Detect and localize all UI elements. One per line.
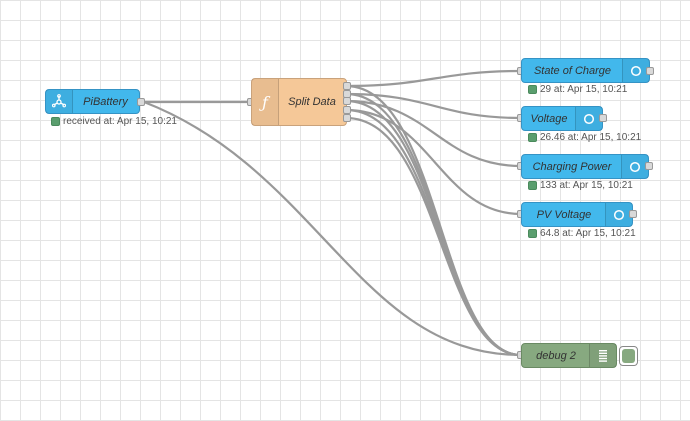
pibattery-status: received at: Apr 15, 10:21 xyxy=(51,116,177,127)
debug-toggle-button[interactable] xyxy=(619,346,638,366)
charging-power-label: Charging Power xyxy=(532,160,612,173)
charging-status: 133 at: Apr 15, 10:21 xyxy=(528,180,633,191)
pv-status: 64.8 at: Apr 15, 10:21 xyxy=(528,228,636,239)
voltage-status: 26.46 at: Apr 15, 10:21 xyxy=(528,132,641,143)
pibattery-output-port[interactable] xyxy=(137,98,145,106)
charging-status-text: 133 at: Apr 15, 10:21 xyxy=(540,180,633,191)
pibattery-status-text: received at: Apr 15, 10:21 xyxy=(63,116,177,127)
wire-split-debug-3[interactable] xyxy=(345,99,522,357)
status-dot-icon xyxy=(528,181,537,190)
status-dot-icon xyxy=(51,117,60,126)
circle-icon xyxy=(622,59,649,82)
voltage-node[interactable]: Voltage xyxy=(521,106,603,131)
charging-power-node[interactable]: Charging Power xyxy=(521,154,649,179)
status-dot-icon xyxy=(528,229,537,238)
debug-node[interactable]: debug 2 xyxy=(521,343,617,368)
status-dot-icon xyxy=(528,85,537,94)
pv-voltage-node[interactable]: PV Voltage xyxy=(521,202,633,227)
circle-icon xyxy=(605,203,632,226)
circle-icon xyxy=(621,155,648,178)
split-output-port-4[interactable] xyxy=(343,106,351,114)
wire-split-pv[interactable] xyxy=(345,108,522,216)
pv-output-port[interactable] xyxy=(629,210,637,218)
wire-split-debug-5[interactable] xyxy=(345,116,522,357)
charging-output-port[interactable] xyxy=(645,162,653,170)
status-dot-icon xyxy=(528,133,537,142)
soc-status-text: 29 at: Apr 15, 10:21 xyxy=(540,84,628,95)
wire-pibattery-debug[interactable] xyxy=(143,100,522,357)
soc-output-port[interactable] xyxy=(646,67,654,75)
function-icon: ƒ xyxy=(252,79,279,125)
soc-status: 29 at: Apr 15, 10:21 xyxy=(528,84,627,95)
voltage-label: Voltage xyxy=(530,112,568,125)
pv-voltage-label: PV Voltage xyxy=(536,208,592,221)
pibattery-node[interactable]: PiBattery xyxy=(45,89,140,114)
wire-split-debug-4[interactable] xyxy=(345,108,522,357)
split-output-port-5[interactable] xyxy=(343,114,351,122)
debug-label: debug 2 xyxy=(536,349,576,362)
split-data-node[interactable]: ƒ Split Data xyxy=(251,78,347,126)
list-icon xyxy=(589,344,616,367)
voltage-output-port[interactable] xyxy=(599,114,607,122)
radio-waves-icon xyxy=(46,90,73,113)
split-output-port-3[interactable] xyxy=(343,97,351,105)
pv-status-text: 64.8 at: Apr 15, 10:21 xyxy=(540,228,636,239)
voltage-status-text: 26.46 at: Apr 15, 10:21 xyxy=(540,132,642,143)
debug-toggle-indicator xyxy=(622,349,635,363)
pibattery-label: PiBattery xyxy=(83,95,128,108)
wire-split-charging[interactable] xyxy=(345,99,522,168)
wire-split-soc[interactable] xyxy=(345,69,522,88)
split-output-port-1[interactable] xyxy=(343,82,351,90)
soc-node[interactable]: State of Charge xyxy=(521,58,650,83)
split-data-label: Split Data xyxy=(288,96,336,108)
soc-label: State of Charge xyxy=(533,64,612,77)
circle-icon xyxy=(575,107,602,130)
